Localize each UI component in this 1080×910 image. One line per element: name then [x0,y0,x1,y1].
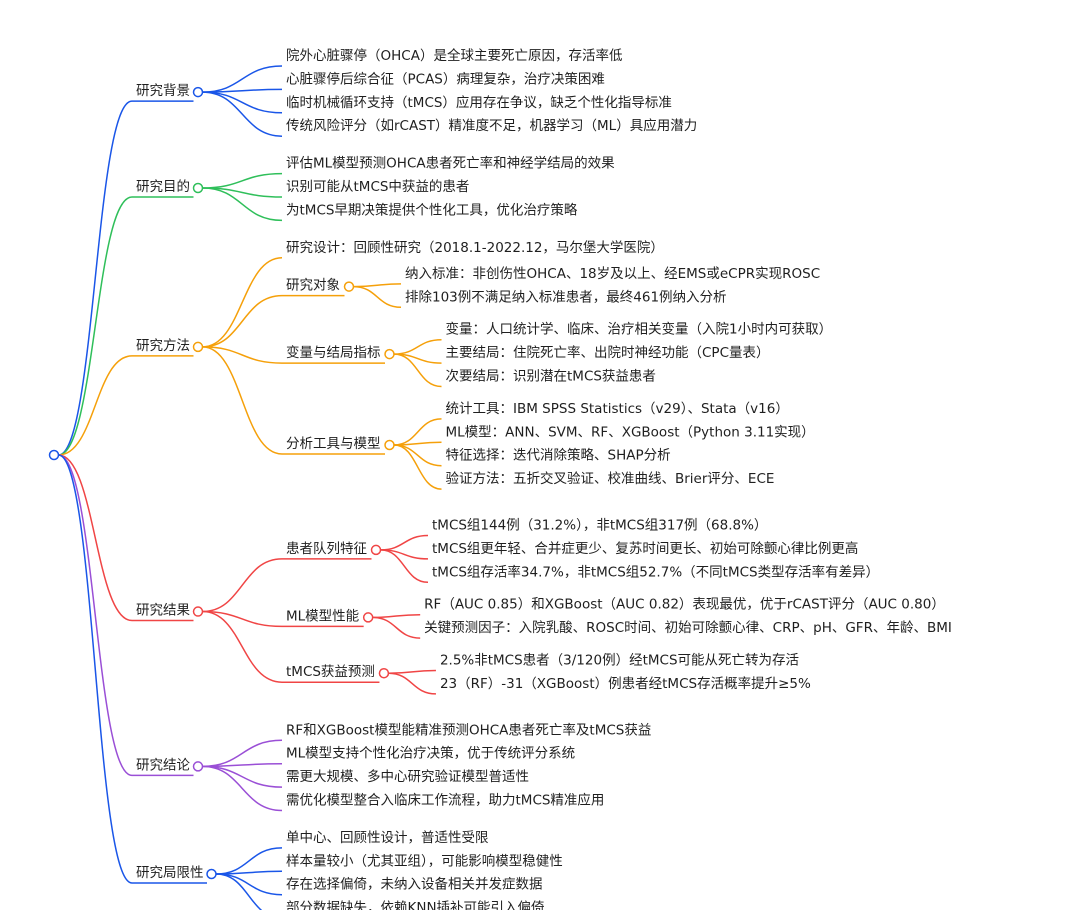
branch-knob-icon-4[interactable] [192,761,204,772]
edge-sub-2-3-to-leaf-0 [393,418,442,446]
edge-branch-0-to-leaf-2 [202,91,283,114]
edge-sub-3-2-to-leaf-0 [388,669,436,674]
branch-knob-icon-0[interactable] [192,86,204,98]
edge-branch-5-to-leaf-2 [215,873,283,896]
leaf-4-2: 需更大规模、多中心研究验证模型普适性 [286,768,529,785]
leaf-2-2-1: 主要结局：住院死亡率、出院时神经功能（CPC量表） [446,344,770,361]
leaf-0-2: 临时机械循环支持（tMCS）应用存在争议，缺乏个性化指导标准 [286,94,672,111]
edge-sub-2-1-to-leaf-1 [353,285,402,309]
edge-branch-2-to-sub-2 [202,346,283,364]
sub-branch-label-3-2[interactable]: tMCS获益预测 [286,664,375,680]
leaf-3-0-2: tMCS组存活率34.7%，非tMCS组52.7%（不同tMCS类型存活率有差异… [432,563,879,580]
leaf-5-1: 样本量较小（尤其亚组），可能影响模型稳健性 [286,853,563,869]
branch-knob-icon-1[interactable] [192,182,204,194]
edge-root-to-branch-2 [58,355,133,456]
sub-branch-knob-icon-3-2[interactable] [378,667,390,679]
leaf-2-3-1: ML模型：ANN、SVM、RF、XGBoost（Python 3.11实现） [446,424,815,440]
branch-label-3[interactable]: 研究结果 [136,603,190,619]
edge-sub-2-3-to-leaf-3 [393,444,442,490]
edge-root-to-branch-4 [58,454,133,777]
sub-branch-label-3-0[interactable]: 患者队列特征 [286,541,367,557]
leaf-2-2-2: 次要结局：识别潜在tMCS获益患者 [446,369,656,385]
edge-branch-3-to-sub-0 [202,558,283,613]
branch-label-5[interactable]: 研究局限性 [136,865,204,881]
leaf-0-3: 传统风险评分（如rCAST）精准度不足，机器学习（ML）具应用潜力 [286,117,697,134]
sub-branch-knob-icon-2-1[interactable] [343,281,355,292]
leaf-0-1: 心脏骤停后综合征（PCAS）病理复杂，治疗决策困难 [286,70,605,87]
edge-sub-3-1-to-leaf-1 [372,616,421,639]
sub-branch-label-3-1[interactable]: ML模型性能 [286,608,359,624]
leaf-3-2-0: 2.5%非tMCS患者（3/120例）经tMCS可能从死亡转为存活 [440,653,799,669]
edge-branch-0-to-leaf-3 [202,91,283,137]
edge-sub-3-0-to-leaf-2 [380,549,429,584]
leaf-2-3-2: 特征选择：迭代消除策略、SHAP分析 [446,447,671,464]
leaf-2-1-0: 纳入标准：非创伤性OHCA、18岁及以上、经EMS或eCPR实现ROSC [405,266,820,282]
edge-branch-2-to-leaf-0 [202,257,283,348]
edge-sub-3-1-to-leaf-0 [372,613,421,619]
leaf-3-1-1: 关键预测因子：入院乳酸、ROSC时间、初始可除颤心律、CRP、pH、GFR、年龄… [424,619,952,636]
leaf-0-0: 院外心脏骤停（OHCA）是全球主要死亡原因，存活率低 [286,47,623,64]
edge-branch-2-to-sub-3 [202,346,283,455]
leaf-1-1: 识别可能从tMCS中获益的患者 [286,179,469,195]
edge-sub-2-2-to-leaf-0 [393,338,442,355]
sub-branch-knob-icon-3-0[interactable] [370,544,382,556]
leaf-3-0-1: tMCS组更年轻、合并症更少、复苏时间更长、初始可除颤心律比例更高 [432,540,858,557]
leaf-2-3-0: 统计工具：IBM SPSS Statistics（v29）、Stata（v16） [446,401,789,417]
branch-label-1[interactable]: 研究目的 [136,179,190,195]
branch-knob-icon-2[interactable] [192,341,204,353]
leaf-2-3-3: 验证方法：五折交叉验证、校准曲线、Brier评分、ECE [446,470,775,487]
edge-sub-3-0-to-leaf-0 [380,534,429,551]
edge-sub-2-3-to-leaf-2 [393,444,442,467]
node-knob-layer [48,86,395,880]
leaf-1-0: 评估ML模型预测OHCA患者死亡率和神经学结局的效果 [286,155,615,172]
sub-branch-knob-icon-2-3[interactable] [384,439,395,451]
edge-root-to-branch-3 [58,454,133,622]
connector-layer [58,65,442,910]
edge-branch-4-to-leaf-3 [202,765,283,812]
edge-root-to-branch-0 [58,100,133,456]
root-node-icon[interactable] [48,449,60,461]
leaf-1-2: 为tMCS早期决策提供个性化工具，优化治疗策略 [286,201,578,218]
edge-branch-4-to-leaf-2 [202,765,283,788]
sub-branch-label-2-3[interactable]: 分析工具与模型 [286,436,381,452]
branch-label-2[interactable]: 研究方法 [136,338,190,354]
edge-branch-0-to-leaf-0 [202,65,283,93]
leaf-4-1: ML模型支持个性化治疗决策，优于传统评分系统 [286,745,575,762]
edge-root-to-branch-1 [58,196,133,456]
edge-sub-2-2-to-leaf-2 [393,353,442,388]
edge-branch-3-to-sub-1 [202,610,283,628]
sub-branch-knob-icon-2-2[interactable] [384,348,395,360]
label-layer: 研究背景 院外心脏骤停（OHCA）是全球主要死亡原因，存活率低心脏骤停后综合征（P… [136,47,952,910]
edge-branch-3-to-sub-2 [202,610,283,683]
leaf-2-2-0: 变量：人口统计学、临床、治疗相关变量（入院1小时内可获取） [446,322,833,338]
branch-knob-icon-3[interactable] [192,606,204,617]
sub-branch-label-2-1[interactable]: 研究对象 [286,278,340,294]
edge-branch-1-to-leaf-2 [202,187,283,222]
sub-branch-label-2-2[interactable]: 变量与结局指标 [286,345,381,361]
edge-branch-1-to-leaf-0 [202,172,283,189]
leaf-4-0: RF和XGBoost模型能精准预测OHCA患者死亡率及tMCS获益 [286,721,651,738]
branch-knob-icon-5[interactable] [206,868,217,880]
branch-label-0[interactable]: 研究背景 [136,83,190,99]
edge-sub-2-1-to-leaf-0 [353,283,402,288]
edge-branch-5-to-leaf-3 [215,873,263,910]
sub-branch-knob-icon-3-1[interactable] [362,612,374,623]
leaf-3-1-0: RF（AUC 0.85）和XGBoost（AUC 0.82）表现最优，优于rCA… [424,597,945,613]
leaf-5-3: 部分数据缺失，依赖KNN插补可能引入偏倚 [286,900,545,910]
edge-branch-4-to-leaf-0 [202,739,283,768]
leaf-3-2-1: 23（RF）-31（XGBoost）例患者经tMCS存活概率提升≥5% [440,675,811,692]
edge-branch-5-to-leaf-0 [215,847,283,875]
edge-branch-2-to-sub-1 [202,294,283,348]
edge-root-to-branch-5 [58,454,133,884]
branch-label-4[interactable]: 研究结论 [136,757,190,773]
leaf-3-0-0: tMCS组144例（31.2%），非tMCS组317例（68.8%） [432,518,767,534]
leaf-5-0: 单中心、回顾性设计，普适性受限 [286,830,489,846]
leaf-4-3: 需优化模型整合入临床工作流程，助力tMCS精准应用 [286,792,604,809]
edge-sub-3-2-to-leaf-1 [388,672,436,695]
leaf-2-0: 研究设计：回顾性研究（2018.1-2022.12，马尔堡大学医院） [286,240,664,256]
leaf-5-2: 存在选择偏倚，未纳入设备相关并发症数据 [286,876,543,893]
leaf-2-1-1: 排除103例不满足纳入标准患者，最终461例纳入分析 [405,289,727,305]
